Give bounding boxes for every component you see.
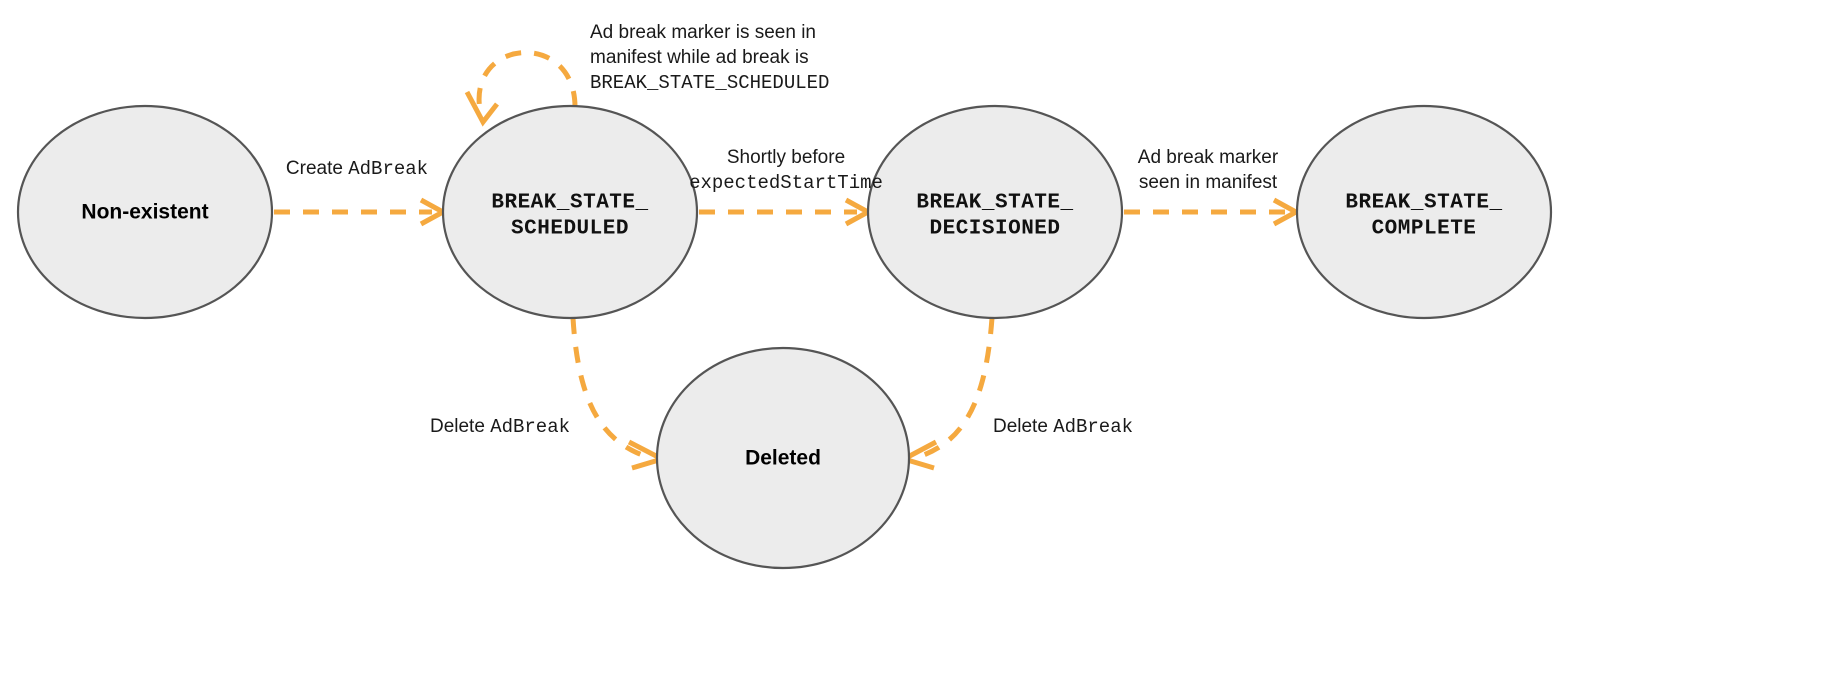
edge-delete-adbreak-from-scheduled[interactable] xyxy=(570,317,669,471)
edge-label-delete-decisioned-word: Delete xyxy=(993,416,1053,437)
node-break-state-scheduled-shape xyxy=(441,104,699,320)
edge-create-adbreak[interactable] xyxy=(274,197,449,227)
node-break-state-complete-label-line1: BREAK_STATE_ xyxy=(1345,192,1502,215)
node-break-state-decisioned[interactable]: BREAK_STATE_ DECISIONED xyxy=(866,104,1124,320)
edge-ad-break-marker-seen-in-manifest[interactable] xyxy=(1124,197,1302,227)
edge-label-self-loop-line2: manifest while ad break is xyxy=(590,47,809,68)
edge-label-delete-from-scheduled: Delete AdBreak xyxy=(430,416,570,438)
edge-label-delete-from-decisioned: Delete AdBreak xyxy=(993,416,1133,438)
edge-label-marker-seen-line2: seen in manifest xyxy=(1139,172,1278,193)
node-break-state-complete[interactable]: BREAK_STATE_ COMPLETE xyxy=(1295,104,1553,320)
svg-text:Delete AdBreak: Delete AdBreak xyxy=(430,416,570,438)
node-break-state-scheduled[interactable]: BREAK_STATE_ SCHEDULED xyxy=(441,104,699,320)
edge-label-shortly-before-line2: expectedStartTime xyxy=(689,172,883,194)
node-break-state-decisioned-label-line2: DECISIONED xyxy=(929,218,1060,241)
edge-label-self-loop-line3: BREAK_STATE_SCHEDULED xyxy=(590,72,829,94)
edge-self-loop-arc xyxy=(476,50,578,111)
edge-shortly-before-expected-start-time[interactable] xyxy=(699,197,874,227)
svg-text:Create AdBreak: Create AdBreak xyxy=(286,158,428,180)
edge-self-loop-arrowhead xyxy=(464,90,499,127)
edge-label-marker-seen-line1: Ad break marker xyxy=(1138,147,1279,168)
node-non-existent-shape xyxy=(16,104,274,320)
node-break-state-complete-label-line2: COMPLETE xyxy=(1372,218,1477,241)
edge-label-create-adbreak-word: Create xyxy=(286,158,348,179)
edge-label-delete-decisioned-code: AdBreak xyxy=(1053,416,1133,438)
edge-label-create-adbreak: Create AdBreak xyxy=(286,158,428,180)
node-break-state-scheduled-label-line1: BREAK_STATE_ xyxy=(491,192,648,215)
edge-label-self-loop-line1: Ad break marker is seen in xyxy=(590,22,816,43)
edge-label-shortly-before-line1: Shortly before xyxy=(727,147,845,168)
node-deleted-label: Deleted xyxy=(745,447,821,470)
edge-label-create-adbreak-code: AdBreak xyxy=(348,158,428,180)
edge-delete-adbreak-from-decisioned[interactable] xyxy=(897,317,995,471)
edge-delete-decisioned-line xyxy=(920,317,995,459)
edge-scheduled-self-loop[interactable] xyxy=(464,50,578,127)
node-deleted-shape xyxy=(655,346,911,570)
node-break-state-decisioned-shape xyxy=(866,104,1124,320)
edge-label-delete-scheduled-word: Delete xyxy=(430,416,490,437)
node-break-state-scheduled-label-line2: SCHEDULED xyxy=(511,218,629,241)
edge-label-scheduled-self-loop: Ad break marker is seen in manifest whil… xyxy=(590,22,829,94)
edge-label-shortly-before: Shortly before expectedStartTime xyxy=(689,147,883,194)
node-break-state-complete-shape xyxy=(1295,104,1553,320)
node-non-existent[interactable]: Non-existent xyxy=(16,104,274,320)
node-non-existent-label: Non-existent xyxy=(81,201,208,224)
svg-text:Delete AdBreak: Delete AdBreak xyxy=(993,416,1133,438)
node-break-state-decisioned-label-line1: BREAK_STATE_ xyxy=(916,192,1073,215)
node-deleted[interactable]: Deleted xyxy=(655,346,911,570)
edge-delete-scheduled-line xyxy=(570,317,646,459)
edge-label-marker-seen-in-manifest: Ad break marker seen in manifest xyxy=(1138,147,1279,193)
edge-label-delete-scheduled-code: AdBreak xyxy=(490,416,570,438)
